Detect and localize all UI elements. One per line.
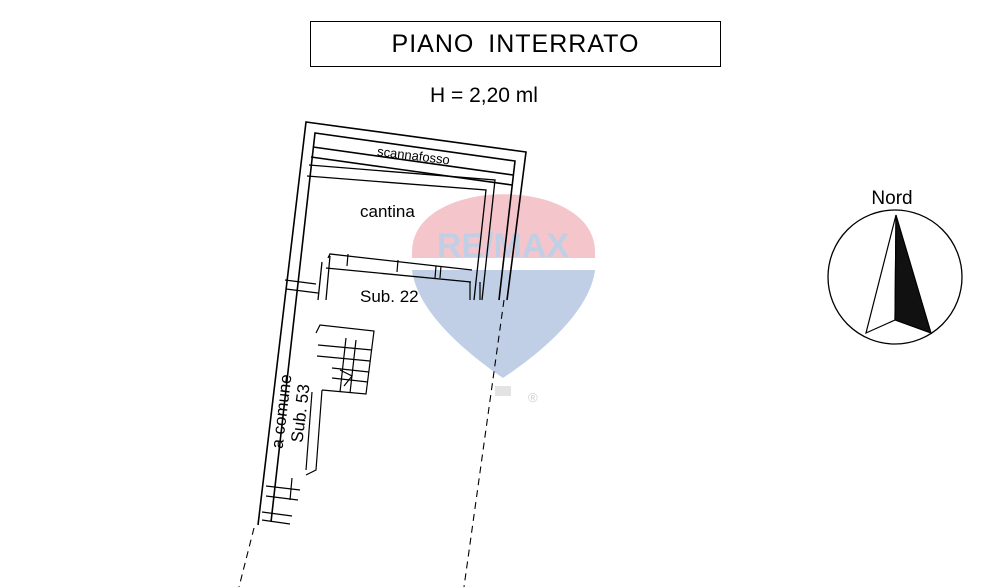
door-mark-1	[346, 253, 349, 267]
outer-walls	[257, 121, 527, 526]
lower-tick-4	[261, 511, 293, 517]
stair-arrow	[339, 369, 353, 387]
balloon-red-top	[412, 194, 595, 258]
compass-circle	[827, 209, 963, 345]
room-label-scannafosso: scannafosso	[376, 144, 450, 168]
dashed-boundary	[238, 299, 505, 587]
scannafosso-wall-bottom	[310, 156, 513, 186]
balloon-blue-bottom	[412, 270, 595, 378]
lower-tick-5	[261, 519, 291, 525]
stair-stringer	[339, 337, 347, 393]
lower-tick-1	[265, 485, 301, 491]
staircase	[305, 324, 375, 476]
compass-needle-light	[865, 214, 897, 335]
scannafosso-wall-top	[312, 146, 514, 176]
outer-wall-outline	[257, 121, 527, 526]
title-box: PIANO INTERRATO	[310, 21, 721, 67]
north-compass: Nord	[827, 188, 963, 345]
cantina-walls	[306, 164, 496, 301]
inner-wall-outline	[270, 132, 516, 523]
partition-left-edge-2	[317, 261, 323, 301]
balloon-basket	[495, 386, 511, 396]
partition-left-edge	[325, 255, 331, 301]
room-label-cantina: cantina	[360, 202, 415, 221]
stair-tread-3	[331, 367, 370, 373]
watermark-registered-mark: ®	[528, 390, 538, 405]
door-mark-2	[396, 259, 399, 273]
wall-tick-1	[284, 279, 317, 285]
stair-tread-4	[331, 377, 369, 383]
cantina-right-wall-outer	[308, 164, 496, 301]
height-label: H = 2,20 ml	[430, 84, 538, 107]
corridor-ticks	[261, 477, 301, 525]
cantina-right-wall-inner	[306, 175, 487, 301]
remax-watermark: RE/MAX ®	[412, 194, 595, 405]
compass-label: Nord	[871, 188, 912, 209]
partition-wall-top	[327, 253, 473, 271]
room-label-sub22: Sub. 22	[360, 287, 419, 306]
stair-outline	[315, 324, 375, 395]
compass-needle-dark	[894, 214, 932, 334]
corridor-wall-right-inner	[305, 391, 313, 471]
partition-door-marks	[284, 253, 481, 300]
door-mark-4	[439, 265, 442, 279]
corridor-wall-right	[305, 389, 323, 476]
lower-tick-3	[289, 477, 293, 501]
wall-tick-2	[285, 288, 319, 294]
partition-wall-bottom	[325, 267, 472, 283]
dashed-right-boundary	[463, 299, 505, 587]
lower-tick-2	[265, 495, 299, 501]
door-mark-3	[434, 265, 437, 279]
dashed-left-boundary	[238, 527, 255, 587]
plan-title: PIANO INTERRATO	[391, 29, 640, 58]
stair-stringer-2	[349, 339, 357, 394]
